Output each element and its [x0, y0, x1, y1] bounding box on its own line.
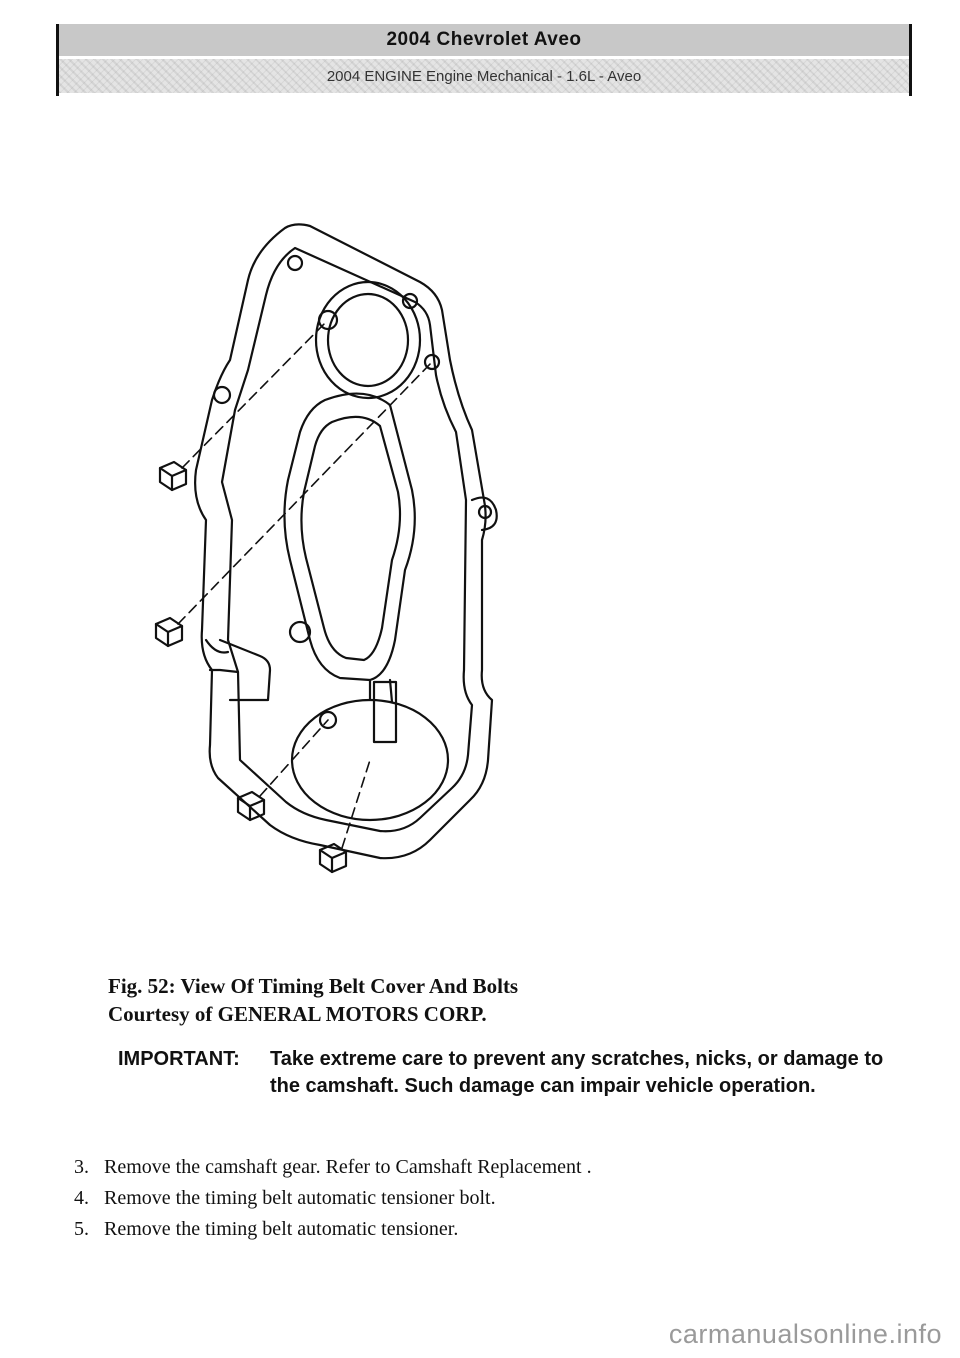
step-number: 4. [74, 1187, 89, 1209]
important-note: IMPORTANT: Take extreme care to prevent … [118, 1046, 898, 1100]
step-number: 5. [74, 1218, 89, 1240]
note-label: IMPORTANT: [118, 1048, 240, 1070]
step-text: Remove the timing belt automatic tension… [104, 1187, 496, 1209]
timing-belt-cover-illustration [120, 200, 540, 900]
step-text: Remove the camshaft gear. Refer to Camsh… [104, 1156, 592, 1178]
list-item: 5. Remove the timing belt automatic tens… [74, 1214, 592, 1245]
list-item: 4. Remove the timing belt automatic tens… [74, 1183, 592, 1214]
step-text: Remove the timing belt automatic tension… [104, 1218, 459, 1240]
list-item: 3. Remove the camshaft gear. Refer to Ca… [74, 1152, 592, 1183]
page-header: 2004 Chevrolet Aveo 2004 ENGINE Engine M… [56, 24, 912, 96]
figure-caption: Fig. 52: View Of Timing Belt Cover And B… [108, 974, 519, 998]
watermark: carmanualsonline.info [668, 1319, 942, 1349]
procedure-steps: 3. Remove the camshaft gear. Refer to Ca… [74, 1152, 592, 1245]
note-text: Take extreme care to prevent any scratch… [270, 1048, 884, 1097]
header-subtitle: 2004 ENGINE Engine Mechanical - 1.6L - A… [59, 59, 909, 93]
figure-credit: Courtesy of GENERAL MOTORS CORP. [108, 1002, 487, 1026]
header-title: 2004 Chevrolet Aveo [59, 24, 909, 56]
step-number: 3. [74, 1156, 89, 1178]
figure-caption-block: Fig. 52: View Of Timing Belt Cover And B… [108, 972, 518, 1028]
